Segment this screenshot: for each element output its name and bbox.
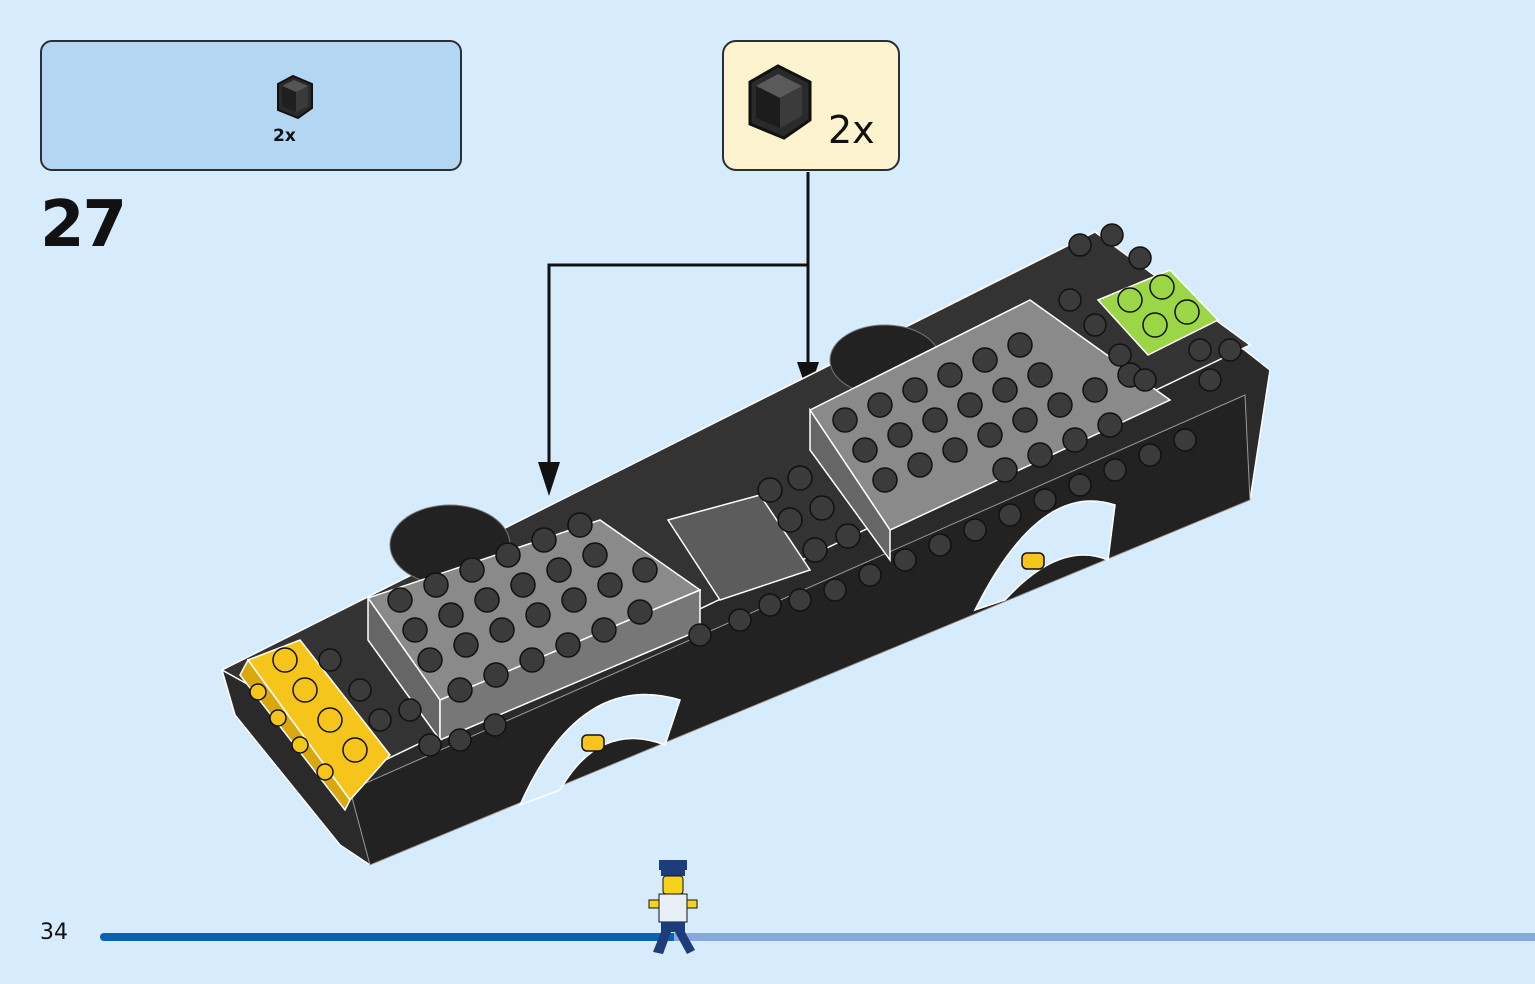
yellow-studs xyxy=(249,647,368,781)
progress-fill xyxy=(100,933,674,941)
minifigure-progress-marker xyxy=(648,860,698,954)
black-corner-slope-icon xyxy=(277,74,313,120)
parts-quantity: 2x xyxy=(273,126,296,146)
black-corner-slope-icon xyxy=(748,64,812,140)
callout-quantity: 2x xyxy=(828,108,875,152)
step-number: 27 xyxy=(40,188,127,262)
placement-arrows xyxy=(547,172,810,470)
callout-box: 2x xyxy=(722,40,900,171)
axle-pins xyxy=(581,552,1045,752)
parts-list-box: 2x xyxy=(40,40,462,171)
studs xyxy=(318,223,1242,757)
arrow-head xyxy=(538,462,560,496)
page-number: 34 xyxy=(40,920,68,945)
progress-bar xyxy=(100,933,1535,941)
lime-studs xyxy=(1117,274,1200,338)
